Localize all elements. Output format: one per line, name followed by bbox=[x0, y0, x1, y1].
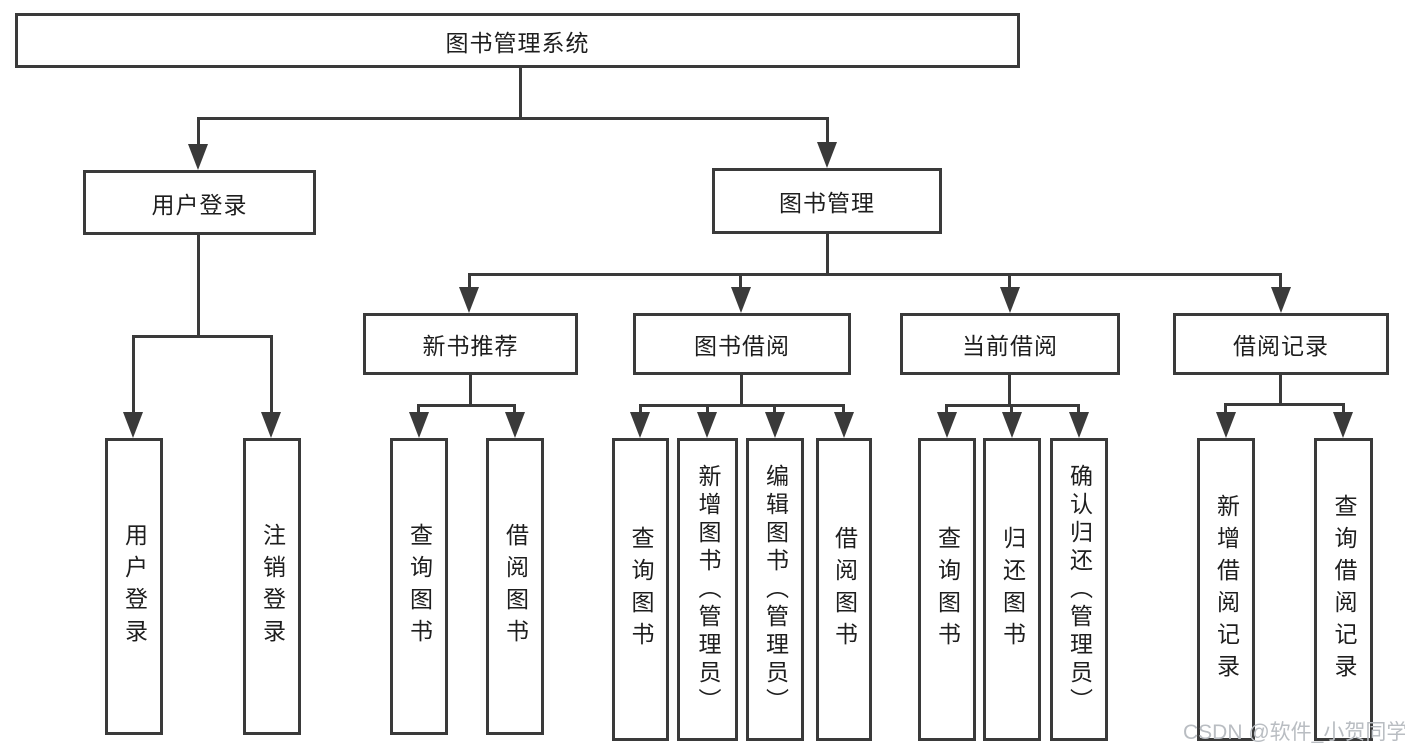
connector-line bbox=[197, 233, 200, 337]
node-confirm-return-admin: 确认归还（管理员） bbox=[1050, 438, 1108, 741]
connector-line bbox=[519, 66, 522, 118]
connector-line bbox=[1342, 403, 1345, 418]
node-user-login-leaf: 用户登录 bbox=[105, 438, 163, 735]
connector-line bbox=[469, 373, 472, 406]
connector-line bbox=[1279, 273, 1282, 293]
connector-line bbox=[826, 232, 829, 276]
node-label: 用户登录 bbox=[121, 522, 148, 651]
arrowhead-icon bbox=[817, 142, 837, 168]
arrowhead-icon bbox=[1333, 412, 1353, 438]
connector-line bbox=[197, 117, 829, 120]
connector-line bbox=[513, 404, 516, 418]
node-query-borrow-record: 查询借阅记录 bbox=[1314, 438, 1373, 741]
node-label: 确认归还（管理员） bbox=[1066, 463, 1093, 716]
connector-line bbox=[417, 404, 516, 407]
node-label: 查询图书 bbox=[406, 522, 433, 651]
connector-line bbox=[1008, 273, 1011, 293]
node-book-management: 图书管理 bbox=[712, 168, 942, 234]
connector-line bbox=[270, 335, 273, 417]
node-label: 借阅图书 bbox=[502, 522, 529, 651]
node-logout-leaf: 注销登录 bbox=[243, 438, 301, 735]
arrowhead-icon bbox=[937, 412, 957, 438]
arrowhead-icon bbox=[630, 412, 650, 438]
arrowhead-icon bbox=[261, 412, 281, 438]
connector-line bbox=[826, 117, 829, 147]
connector-line bbox=[468, 273, 471, 293]
connector-line bbox=[842, 404, 845, 418]
arrowhead-icon bbox=[409, 412, 429, 438]
connector-line bbox=[417, 404, 420, 418]
connector-line bbox=[706, 404, 709, 418]
connector-line bbox=[132, 335, 135, 417]
arrowhead-icon bbox=[505, 412, 525, 438]
node-new-book-recommend: 新书推荐 bbox=[363, 313, 578, 375]
node-label: 注销登录 bbox=[259, 522, 286, 651]
node-book-borrow: 图书借阅 bbox=[633, 313, 851, 375]
watermark: CSDN @软件_小贺同学 bbox=[1183, 721, 1405, 744]
node-label: 查询图书 bbox=[628, 525, 654, 654]
node-label: 查询图书 bbox=[934, 525, 961, 654]
arrowhead-icon bbox=[459, 287, 479, 313]
connector-line bbox=[1224, 403, 1345, 406]
node-label: 编辑图书（管理员） bbox=[762, 463, 789, 716]
node-edit-books-admin: 编辑图书（管理员） bbox=[746, 438, 804, 741]
arrowhead-icon bbox=[1002, 412, 1022, 438]
arrowhead-icon bbox=[1000, 287, 1020, 313]
node-borrow-records: 借阅记录 bbox=[1173, 313, 1389, 375]
connector-line bbox=[945, 404, 948, 418]
arrowhead-icon bbox=[765, 412, 785, 438]
arrowhead-icon bbox=[1216, 412, 1236, 438]
connector-line bbox=[739, 273, 742, 293]
connector-line bbox=[1224, 403, 1227, 418]
connector-line bbox=[132, 335, 273, 338]
arrowhead-icon bbox=[1069, 412, 1089, 438]
node-return-books: 归还图书 bbox=[983, 438, 1041, 741]
connector-line bbox=[197, 117, 200, 149]
connector-line bbox=[1008, 373, 1011, 406]
node-label: 查询借阅记录 bbox=[1331, 493, 1357, 686]
arrowhead-icon bbox=[123, 412, 143, 438]
connector-line bbox=[639, 404, 845, 407]
node-add-borrow-record: 新增借阅记录 bbox=[1197, 438, 1255, 741]
node-root: 图书管理系统 bbox=[15, 13, 1020, 68]
node-label: 借阅图书 bbox=[831, 525, 858, 654]
node-borrow-books: 借阅图书 bbox=[816, 438, 872, 741]
node-add-books-admin: 新增图书（管理员） bbox=[677, 438, 738, 741]
node-borrow-books: 借阅图书 bbox=[486, 438, 544, 735]
connector-line bbox=[1279, 373, 1282, 405]
arrowhead-icon bbox=[834, 412, 854, 438]
connector-line bbox=[468, 273, 1282, 276]
arrowhead-icon bbox=[731, 287, 751, 313]
connector-line bbox=[1077, 404, 1080, 418]
node-user-login: 用户登录 bbox=[83, 170, 316, 235]
connector-line bbox=[1010, 404, 1013, 418]
arrowhead-icon bbox=[697, 412, 717, 438]
node-label: 归还图书 bbox=[999, 525, 1026, 654]
arrowhead-icon bbox=[1271, 287, 1291, 313]
node-query-books: 查询图书 bbox=[612, 438, 669, 741]
node-label: 新增图书（管理员） bbox=[695, 463, 721, 716]
node-current-borrow: 当前借阅 bbox=[900, 313, 1120, 375]
connector-line bbox=[740, 373, 743, 406]
connector-line bbox=[773, 404, 776, 418]
connector-line bbox=[639, 404, 642, 418]
node-query-books: 查询图书 bbox=[390, 438, 448, 735]
arrowhead-icon bbox=[188, 144, 208, 170]
node-label: 新增借阅记录 bbox=[1213, 493, 1240, 686]
node-query-books: 查询图书 bbox=[918, 438, 976, 741]
